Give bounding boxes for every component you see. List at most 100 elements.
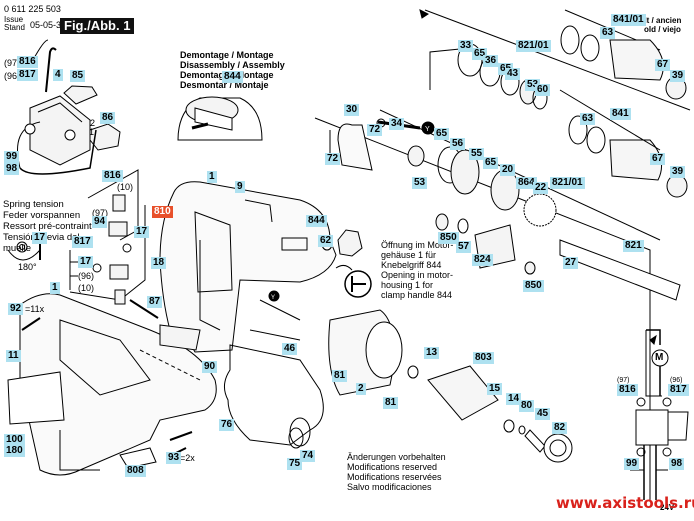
part-label-45[interactable]: 45 bbox=[535, 408, 551, 420]
part-label-99[interactable]: 99 bbox=[624, 458, 640, 470]
gasket bbox=[224, 345, 323, 448]
part-label-803[interactable]: 803 bbox=[473, 352, 494, 364]
part-label-816[interactable]: 816 bbox=[617, 384, 638, 396]
part-label-57[interactable]: 57 bbox=[456, 241, 472, 253]
part-label-36[interactable]: 36 bbox=[483, 55, 499, 67]
part-label-11[interactable]: 11 bbox=[6, 350, 21, 362]
part-label-92[interactable]: 92 bbox=[8, 303, 24, 315]
part-label-90[interactable]: 90 bbox=[202, 361, 218, 373]
opening-note-2: gehäuse 1 für bbox=[381, 250, 437, 260]
part-label-86[interactable]: 86 bbox=[100, 112, 116, 124]
part-label-17[interactable]: 17 bbox=[78, 256, 94, 268]
part-label-180[interactable]: 180 bbox=[4, 445, 25, 457]
part-label-821-01[interactable]: 821/01 bbox=[550, 177, 585, 189]
assembly-note-es: Desmontar / Montaje bbox=[180, 80, 269, 90]
part-label-75[interactable]: 75 bbox=[287, 458, 303, 470]
part-label-808[interactable]: 808 bbox=[125, 465, 146, 477]
part-label-43[interactable]: 43 bbox=[505, 68, 521, 80]
part-label-82[interactable]: 82 bbox=[552, 422, 568, 434]
chuck-note-2: old / viejo bbox=[644, 25, 681, 34]
switch-assembly bbox=[18, 40, 121, 174]
part-label-844[interactable]: 844 bbox=[222, 71, 243, 83]
part-label-93[interactable]: 93 bbox=[166, 452, 182, 464]
opening-note-4: Opening in motor- bbox=[381, 270, 454, 280]
wiring-schematic bbox=[630, 330, 688, 500]
motor-symbol: M bbox=[655, 352, 664, 363]
highlight-part-810[interactable]: 810 bbox=[152, 206, 173, 218]
part-label-39[interactable]: 39 bbox=[670, 166, 686, 178]
part-label-20[interactable]: 20 bbox=[500, 164, 516, 176]
knob-detail bbox=[178, 97, 262, 140]
spring-angle: 180° bbox=[18, 262, 37, 272]
part-label-14[interactable]: 14 bbox=[506, 393, 522, 405]
part-label-81[interactable]: 81 bbox=[383, 397, 399, 409]
assembly-note-en: Disassembly / Assembly bbox=[180, 60, 285, 70]
part-label-817[interactable]: 817 bbox=[72, 236, 93, 248]
part-label-85[interactable]: 85 bbox=[70, 70, 86, 82]
part-label-46[interactable]: 46 bbox=[282, 343, 298, 355]
part-label-63[interactable]: 63 bbox=[580, 113, 596, 125]
part-label-850[interactable]: 850 bbox=[438, 232, 459, 244]
spring-note-fr: Ressort pré-contraint bbox=[3, 221, 92, 232]
part-label-67[interactable]: 67 bbox=[650, 153, 666, 165]
part-label-844[interactable]: 844 bbox=[306, 215, 327, 227]
issue-label: Issue Stand bbox=[4, 16, 25, 32]
part-label-62[interactable]: 62 bbox=[318, 235, 334, 247]
opening-note-3: Knebelgriff 844 bbox=[381, 260, 442, 270]
part-label-74[interactable]: 74 bbox=[300, 450, 316, 462]
brush-holder-assembly bbox=[8, 170, 145, 304]
part-label-56[interactable]: 56 bbox=[450, 138, 466, 150]
part-label-34[interactable]: 34 bbox=[389, 118, 405, 130]
part-label-67[interactable]: 67 bbox=[655, 59, 671, 71]
part-label-53[interactable]: 53 bbox=[412, 177, 428, 189]
part-label-4[interactable]: 4 bbox=[53, 69, 63, 81]
part-label-81[interactable]: 81 bbox=[332, 370, 348, 382]
part-label-850[interactable]: 850 bbox=[523, 280, 544, 292]
part-label-2[interactable]: 2 bbox=[356, 383, 366, 395]
part-label-87[interactable]: 87 bbox=[147, 296, 163, 308]
part-label-98[interactable]: 98 bbox=[669, 458, 685, 470]
part-label-841[interactable]: 841 bbox=[610, 108, 631, 120]
issue-label-de: Stand bbox=[4, 23, 25, 32]
part-label-816[interactable]: 816 bbox=[102, 170, 123, 182]
part-label-22[interactable]: 22 bbox=[533, 182, 549, 194]
chuck-note-1: alt / ancien bbox=[640, 16, 682, 25]
motor-housing: Y bbox=[160, 182, 336, 352]
part-label-816[interactable]: 816 bbox=[17, 56, 38, 68]
part-label-65[interactable]: 65 bbox=[483, 157, 499, 169]
sublabel-96b: (96) bbox=[78, 271, 95, 281]
part-label-65[interactable]: 65 bbox=[434, 128, 450, 140]
part-label-72[interactable]: 72 bbox=[325, 153, 341, 165]
part-label-94[interactable]: 94 bbox=[92, 216, 108, 228]
part-label-15[interactable]: 15 bbox=[487, 383, 503, 395]
part-label-17[interactable]: 17 bbox=[134, 226, 150, 238]
part-label-821-01[interactable]: 821/01 bbox=[516, 40, 551, 52]
part-label-98[interactable]: 98 bbox=[4, 163, 20, 175]
voltage-label: 24V bbox=[660, 503, 675, 512]
part-label-60[interactable]: 60 bbox=[535, 84, 551, 96]
part-label-100[interactable]: 100 bbox=[4, 434, 25, 446]
part-label-63[interactable]: 63 bbox=[600, 27, 616, 39]
part-label-817[interactable]: 817 bbox=[17, 69, 38, 81]
part-label-55[interactable]: 55 bbox=[469, 148, 485, 160]
part-label-9[interactable]: 9 bbox=[235, 181, 245, 193]
part-label-13[interactable]: 13 bbox=[424, 347, 440, 359]
part-label-76[interactable]: 76 bbox=[219, 419, 235, 431]
part-label-824[interactable]: 824 bbox=[472, 254, 493, 266]
part-label-80[interactable]: 80 bbox=[519, 400, 535, 412]
part-label-864[interactable]: 864 bbox=[516, 177, 537, 189]
part-label-821[interactable]: 821 bbox=[623, 240, 644, 252]
part-label-30[interactable]: 30 bbox=[344, 104, 360, 116]
part-label-1[interactable]: 1 bbox=[207, 171, 217, 183]
part-label-72[interactable]: 72 bbox=[367, 124, 383, 136]
issue-label-en: Issue bbox=[4, 15, 24, 24]
part-label-1[interactable]: 1 bbox=[50, 282, 60, 294]
part-label-27[interactable]: 27 bbox=[563, 257, 579, 269]
part-label-817[interactable]: 817 bbox=[668, 384, 689, 396]
part-label-841-01[interactable]: 841/01 bbox=[611, 14, 646, 26]
part-label-33[interactable]: 33 bbox=[458, 40, 474, 52]
part-label-18[interactable]: 18 bbox=[151, 257, 167, 269]
part-label-39[interactable]: 39 bbox=[670, 70, 686, 82]
part-label-17[interactable]: 17 bbox=[32, 232, 48, 244]
part-label-99[interactable]: 99 bbox=[4, 151, 20, 163]
